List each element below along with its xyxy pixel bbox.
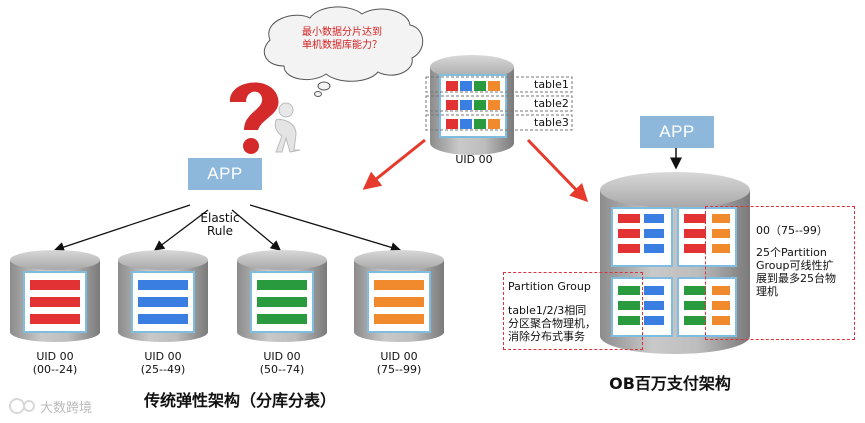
shard-label-1: UID 00 (00--24) bbox=[32, 350, 78, 376]
uid-range-label: 00（75--99） bbox=[756, 224, 828, 237]
thought-line-1: 最小数据分片达到 bbox=[302, 27, 382, 38]
elastic-rule-label: Elastic Rule bbox=[200, 211, 240, 238]
partition-group-desc: table1/2/3相同 分区聚合物理机， 消除分布式事务 bbox=[508, 304, 596, 343]
shard-label-3: UID 00 (50--74) bbox=[259, 350, 305, 376]
table-label-3: table3 bbox=[534, 116, 569, 129]
thought-line-2: 单机数据库能力？ bbox=[302, 40, 382, 51]
left-shard-cylinders bbox=[10, 250, 444, 342]
watermark-text: 大数跨境 bbox=[40, 401, 93, 416]
partition-group-box bbox=[503, 272, 643, 350]
center-cylinder-label: UID 00 bbox=[455, 153, 493, 166]
thought-bubble bbox=[263, 6, 424, 97]
left-title: 传统弹性架构（分库分表） bbox=[143, 391, 336, 410]
partition-group-title: Partition Group bbox=[508, 280, 591, 293]
uid-range-box bbox=[705, 206, 855, 340]
red-arrows bbox=[362, 138, 589, 203]
right-app-box: APP bbox=[640, 116, 714, 148]
shard-label-4: UID 00 (75--99) bbox=[376, 350, 422, 376]
ob-cylinder bbox=[600, 172, 750, 354]
watermark-logo-icon bbox=[9, 398, 35, 414]
table-label-1: table1 bbox=[534, 78, 569, 91]
right-title: OB百万支付架构 bbox=[609, 374, 731, 393]
partition-desc: 25个Partition Group可线性扩 展到最多25台物 理机 bbox=[756, 246, 836, 298]
table-label-2: table2 bbox=[534, 97, 569, 110]
thought-bubble-text: 最小数据分片达到 单机数据库能力？ bbox=[282, 26, 402, 52]
shard-label-2: UID 00 (25--49) bbox=[140, 350, 186, 376]
left-app-box: APP bbox=[188, 158, 262, 190]
center-cylinder bbox=[425, 55, 573, 155]
question-person-icon bbox=[229, 82, 301, 154]
left-rule-arrows bbox=[53, 204, 402, 253]
